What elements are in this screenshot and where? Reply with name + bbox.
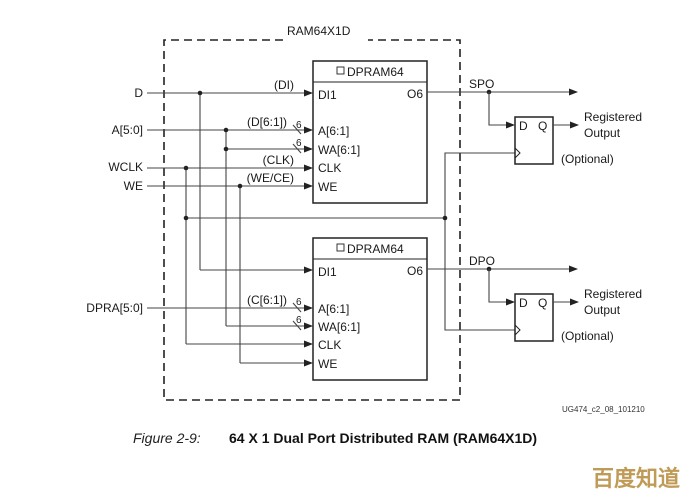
dpram-bottom-title: DPRAM64 <box>347 242 404 256</box>
wire-clk-ff-top <box>444 152 515 218</box>
output-spo-label: SPO <box>469 77 494 91</box>
svg-text:6: 6 <box>296 297 302 308</box>
flipflop-top: D Q <box>514 116 554 165</box>
svg-text:6: 6 <box>296 315 302 326</box>
svg-text:6: 6 <box>296 138 302 149</box>
watermark-logo: 百度知道 <box>592 466 680 492</box>
label-di: (DI) <box>274 78 294 92</box>
port-we: WE <box>318 180 337 194</box>
port-o6: O6 <box>407 264 423 278</box>
dpram64-bottom: DPRAM64 DI1 A[6:1] WA[6:1] CLK WE O6 <box>312 237 428 381</box>
port-o6: O6 <box>407 87 423 101</box>
wire-spo-to-ff <box>488 92 515 129</box>
junction-d <box>197 90 203 96</box>
port-di1: DI1 <box>318 88 337 102</box>
registered-output-bottom-line1: Registered <box>584 287 642 301</box>
ff-q: Q <box>538 119 547 133</box>
label-wece: (WE/CE) <box>247 171 294 185</box>
ff-d: D <box>519 296 528 310</box>
outer-dashed-boundary <box>163 39 461 401</box>
junction-clk-right <box>442 215 448 221</box>
flipflop-bottom: D Q <box>514 293 554 342</box>
outer-block-title: RAM64X1D <box>287 24 351 38</box>
junction-clk-ff <box>183 215 189 221</box>
output-dpo-label: DPO <box>469 254 495 268</box>
input-wclk-label: WCLK <box>108 160 143 174</box>
ff-d: D <box>519 119 528 133</box>
junction-a <box>223 127 229 133</box>
junction-wa <box>223 146 229 152</box>
bus-marker-wa-top: 6 <box>292 138 302 154</box>
optional-bottom: (Optional) <box>561 329 614 343</box>
label-c61: (C[6:1]) <box>247 293 287 307</box>
label-d61: (D[6:1]) <box>247 115 287 129</box>
dpram-icon <box>336 243 345 252</box>
port-clk: CLK <box>318 338 341 352</box>
bus-marker-wa-bottom: 6 <box>292 315 302 331</box>
port-clk: CLK <box>318 161 341 175</box>
junction-wclk <box>183 165 189 171</box>
registered-output-bottom-line2: Output <box>584 303 621 317</box>
port-a: A[6:1] <box>318 302 349 316</box>
caption-number: Figure 2-9: <box>133 430 201 446</box>
junction-we <box>237 183 243 189</box>
dpram-top-title: DPRAM64 <box>347 65 404 79</box>
input-d-label: D <box>134 86 143 100</box>
dpram-icon <box>336 66 345 75</box>
input-we-label: WE <box>124 179 143 193</box>
dpram64-top: DPRAM64 DI1 A[6:1] WA[6:1] CLK WE O6 <box>312 60 428 204</box>
port-wa: WA[6:1] <box>318 143 360 157</box>
bus-marker-a-bottom: 6 <box>292 297 302 313</box>
port-we: WE <box>318 357 337 371</box>
wire-dpo-to-ff <box>488 269 515 306</box>
port-di1: DI1 <box>318 265 337 279</box>
svg-text:6: 6 <box>296 120 302 131</box>
port-a: A[6:1] <box>318 124 349 138</box>
caption-title: 64 X 1 Dual Port Distributed RAM (RAM64X… <box>229 430 537 446</box>
ff-q: Q <box>538 296 547 310</box>
port-wa: WA[6:1] <box>318 320 360 334</box>
figure-id: UG474_c2_08_101210 <box>562 405 645 414</box>
wire-clk-ff-bottom <box>444 218 515 331</box>
input-a-label: A[5:0] <box>112 123 143 137</box>
label-clk: (CLK) <box>263 153 294 167</box>
input-dpra-label: DPRA[5:0] <box>86 301 143 315</box>
bus-marker-a-top: 6 <box>292 120 302 135</box>
registered-output-top-line1: Registered <box>584 110 642 124</box>
optional-top: (Optional) <box>561 152 614 166</box>
registered-output-top-line2: Output <box>584 126 621 140</box>
